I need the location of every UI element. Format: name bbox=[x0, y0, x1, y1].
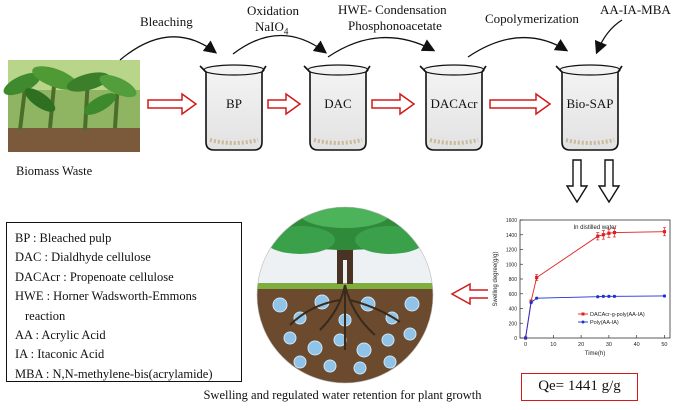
hwe-arrow bbox=[327, 36, 436, 58]
data-point bbox=[662, 294, 667, 298]
data-point bbox=[596, 295, 600, 299]
y-tick-label: 600 bbox=[509, 292, 518, 298]
red-arrow-3 bbox=[371, 92, 416, 116]
data-point bbox=[596, 234, 600, 238]
data-point bbox=[535, 296, 539, 300]
beaker-bio-sap bbox=[555, 64, 623, 151]
x-tick-label: 10 bbox=[550, 342, 556, 348]
swelling-chart: 0 200 400 600 800 1000 1200 1400 1600 0 10 20 30 40 50… bbox=[488, 208, 683, 370]
step-monomers-label: AA-IA-MBA bbox=[600, 2, 671, 17]
legend-line: IA : Itaconic Acid bbox=[15, 347, 105, 362]
qe-value-box: Qe= 1441 g/g bbox=[521, 373, 638, 401]
red-arrow-4 bbox=[489, 92, 552, 116]
y-tick-label: 0 bbox=[514, 336, 517, 342]
data-point bbox=[535, 275, 539, 280]
beaker-bp bbox=[199, 64, 267, 151]
legend-entry: DACAcr-g-poly(AA-IA) bbox=[590, 312, 645, 318]
bleaching-arrow bbox=[119, 36, 218, 61]
data-point bbox=[662, 230, 667, 234]
x-tick-label: 40 bbox=[634, 342, 640, 348]
step-bleaching-label: Bleaching bbox=[140, 14, 193, 29]
beaker-dacacr bbox=[419, 64, 487, 151]
biomass-photo bbox=[3, 60, 140, 152]
beaker-label-dac: DAC bbox=[324, 96, 352, 111]
beaker-dac bbox=[303, 64, 371, 151]
beaker-label-dacacr: DACAcr bbox=[430, 96, 478, 111]
data-point bbox=[529, 301, 533, 305]
reagent-text: NaIO bbox=[255, 19, 284, 34]
data-point bbox=[607, 294, 611, 298]
down-arrows bbox=[565, 159, 621, 204]
reagent-subscript: 4 bbox=[283, 26, 289, 37]
data-point bbox=[523, 336, 528, 340]
beaker-label-bio-sap: Bio-SAP bbox=[566, 96, 614, 111]
copolymerization-arrow bbox=[467, 36, 569, 58]
data-point bbox=[601, 233, 605, 237]
y-tick-label: 1400 bbox=[506, 233, 517, 239]
y-tick-label: 800 bbox=[509, 277, 518, 283]
y-tick-label: 1000 bbox=[506, 262, 517, 268]
y-tick-label: 400 bbox=[509, 307, 518, 313]
legend-line: BP : Bleached pulp bbox=[15, 231, 112, 245]
chart-title: In distilled water bbox=[573, 225, 616, 231]
step-oxidation-reagent: NaIO4 bbox=[255, 20, 288, 39]
y-tick-label: 1200 bbox=[506, 248, 517, 254]
beaker-label-bp: BP bbox=[226, 96, 242, 111]
legend-line: MBA : N,N-methylene-bis(acrylamide) bbox=[15, 366, 213, 381]
data-point bbox=[612, 230, 617, 235]
red-arrow-2 bbox=[267, 92, 302, 116]
y-tick-label: 1600 bbox=[506, 218, 517, 224]
x-tick-label: 50 bbox=[661, 342, 667, 348]
plant-soil-illustration bbox=[256, 206, 434, 384]
x-tick-label: 30 bbox=[606, 342, 612, 348]
y-axis-label: Swelling degree(g/g) bbox=[493, 251, 499, 306]
figure-caption: Swelling and regulated water retention f… bbox=[203, 388, 482, 402]
monomer-arrow bbox=[594, 19, 623, 55]
step-hwe-label: HWE- Condensation bbox=[338, 2, 447, 17]
legend-swatch-marker bbox=[581, 320, 585, 324]
legend-swatch-marker bbox=[581, 312, 585, 316]
data-point bbox=[607, 231, 611, 235]
step-phosphonoacetate-label: Phosphonoacetate bbox=[348, 18, 442, 33]
legend-line: reaction bbox=[25, 308, 66, 323]
red-arrow-1 bbox=[147, 92, 198, 116]
step-copolymerization-label: Copolymerization bbox=[485, 11, 579, 26]
data-point bbox=[601, 294, 605, 298]
y-tick-label: 200 bbox=[509, 321, 518, 327]
x-tick-label: 0 bbox=[524, 342, 527, 348]
legend-line: AA : Acrylic Acid bbox=[15, 328, 106, 343]
data-point bbox=[612, 294, 617, 298]
step-oxidation-label: Oxidation bbox=[247, 3, 299, 18]
abbreviation-legend: BP : Bleached pulp DAC : Dialdhyde cellu… bbox=[6, 222, 242, 382]
oxidation-arrow bbox=[232, 34, 328, 55]
x-axis-label: Time(h) bbox=[585, 351, 605, 357]
biomass-waste-label: Biomass Waste bbox=[16, 164, 93, 178]
legend-line: DACAcr : Propenoate cellulose bbox=[15, 269, 174, 284]
x-tick-label: 20 bbox=[578, 342, 584, 348]
legend-entry: Poly(AA-IA) bbox=[590, 320, 619, 326]
legend-line: HWE : Horner Wadsworth-Emmons bbox=[15, 289, 197, 304]
legend-line: DAC : Dialdhyde cellulose bbox=[15, 250, 151, 265]
